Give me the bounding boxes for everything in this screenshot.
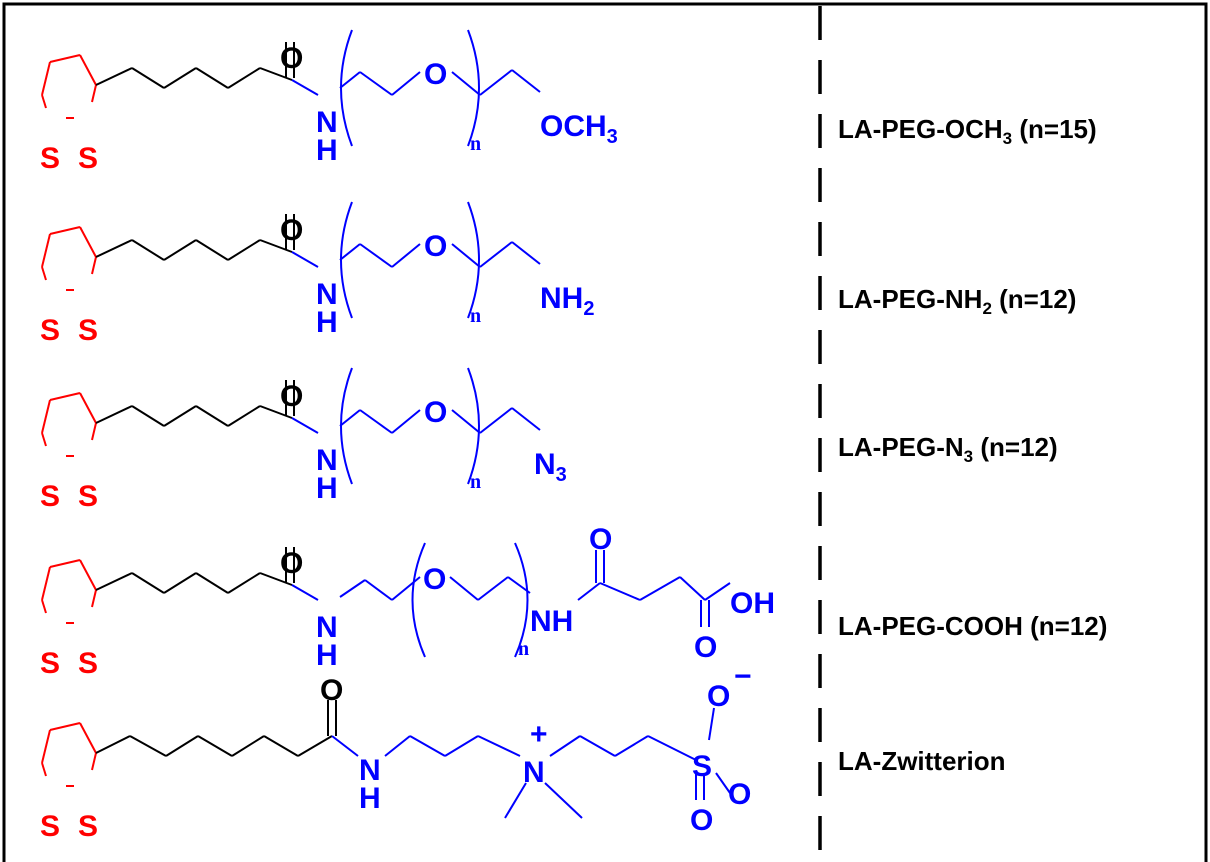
compound-label-la-peg-cooh: LA-PEG-COOH (n=12) (838, 611, 1107, 641)
amide-nh: NH (530, 605, 573, 638)
amide-nitrogen: N (316, 106, 338, 139)
compound-label-la-peg-n3: LA-PEG-N3 (n=12) (838, 432, 1058, 466)
structure-la-zwitterion: S S O N H N + S O − O O LA-Zwitterion (40, 660, 1006, 843)
structure-la-peg-nh2: S S O N H O n NH2 LA-PEG-NH2 (n=12) (40, 201, 1076, 347)
sulfur-atom: S (40, 810, 60, 843)
structure-la-peg-och3: S S O N H O n OCH3 LA-PEG-OCH3 (n=15) (40, 29, 1097, 175)
sulfur-atom: S (40, 480, 60, 513)
ether-oxygen: O (424, 230, 447, 263)
carbonyl-oxygen: O (280, 547, 303, 580)
succinyl-oxygen: O (589, 523, 612, 556)
sulfur-atom: S (40, 142, 60, 175)
carbonyl-oxygen: O (280, 380, 303, 413)
amide-nitrogen: N (359, 754, 381, 787)
negative-charge: − (734, 660, 752, 693)
terminal-group-n3: N3 (534, 448, 567, 486)
carbonyl-oxygen: O (320, 674, 343, 707)
terminal-group-nh2: NH2 (540, 282, 594, 320)
sulfonate-oxygen: O (728, 778, 751, 811)
sulfur-atom: S (78, 480, 98, 513)
amide-hydrogen: H (316, 134, 338, 167)
sulfonate-sulfur: S (692, 750, 712, 783)
compound-label-la-zwitterion: LA-Zwitterion (838, 746, 1006, 776)
amide-hydrogen: H (316, 306, 338, 339)
amide-nitrogen: N (316, 611, 338, 644)
sulfonate-oxygen: O (707, 680, 730, 713)
compound-label-la-peg-och3: LA-PEG-OCH3 (n=15) (838, 114, 1097, 148)
ether-oxygen: O (424, 58, 447, 91)
terminal-group-och3: OCH3 (540, 110, 618, 148)
amide-hydrogen: H (316, 639, 338, 672)
amide-nitrogen: N (316, 278, 338, 311)
carboxyl-oxygen: O (694, 631, 717, 664)
ether-oxygen: O (423, 563, 446, 596)
carbonyl-oxygen: O (280, 214, 303, 247)
sulfur-atom: S (78, 647, 98, 680)
sulfur-atom: S (78, 810, 98, 843)
sulfur-atom: S (40, 647, 60, 680)
sulfur-atom: S (78, 314, 98, 347)
compound-label-la-peg-nh2: LA-PEG-NH2 (n=12) (838, 284, 1076, 318)
positive-charge: + (530, 718, 548, 751)
ether-oxygen: O (424, 396, 447, 429)
amide-nitrogen: N (316, 444, 338, 477)
quaternary-nitrogen: N (523, 756, 545, 789)
hydroxyl-oh: OH (730, 587, 775, 620)
sulfonate-oxygen: O (690, 804, 713, 837)
amide-hydrogen: H (316, 472, 338, 505)
repeat-count-n: n (470, 133, 481, 155)
repeat-count-n: n (518, 638, 529, 660)
structure-la-peg-cooh: S S O N H O n NH O OH O LA-PEG-COOH (n=1… (40, 523, 1107, 680)
carbonyl-oxygen: O (280, 42, 303, 75)
structure-la-peg-n3: S S O N H O n N3 LA-PEG-N3 (n=12) (40, 367, 1058, 513)
amide-hydrogen: H (359, 782, 381, 815)
sulfur-atom: S (40, 314, 60, 347)
repeat-count-n: n (470, 471, 481, 493)
repeat-count-n: n (470, 305, 481, 327)
sulfur-atom: S (78, 142, 98, 175)
